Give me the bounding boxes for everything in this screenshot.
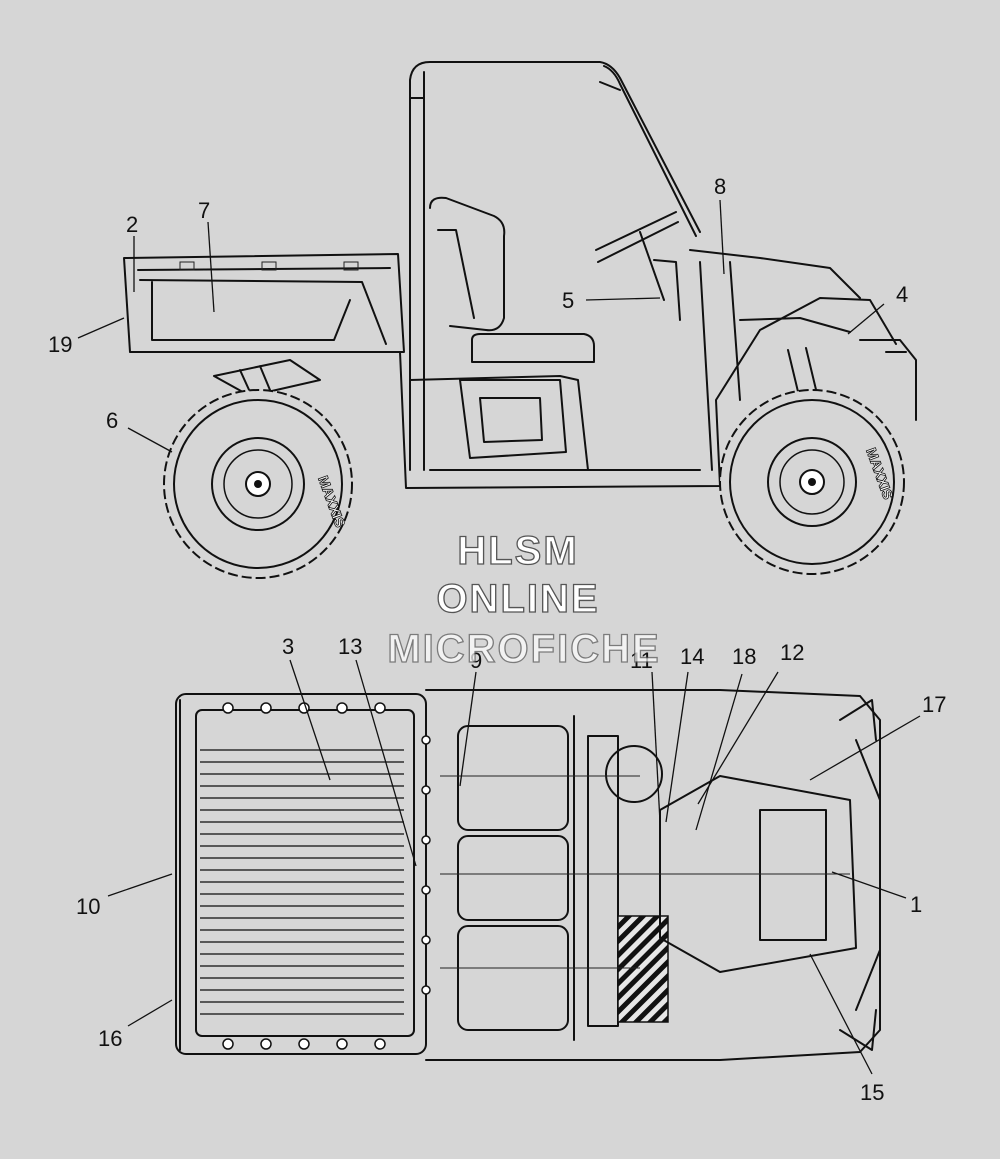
callout-19: 19: [48, 332, 72, 357]
callout-3: 3: [282, 634, 294, 659]
front-wheel: MAXXIS: [719, 389, 905, 575]
callout-labels: 2 7 19 6 5 8 4 3 13 9 11 14 18 12 17 10 …: [48, 174, 946, 1105]
callout-18: 18: [732, 644, 756, 669]
hood-panel: [759, 809, 827, 941]
callout-2: 2: [126, 212, 138, 237]
watermark-line-3: MICROFICHE: [387, 627, 660, 671]
front-suspension: [787, 339, 917, 421]
callout-11: 11: [630, 648, 653, 673]
watermark: HLSM ONLINE MICROFICHE: [387, 528, 660, 671]
callout-5: 5: [562, 288, 574, 313]
callout-6: 6: [106, 408, 118, 433]
top-view: [175, 689, 881, 1061]
rear-suspension: [213, 359, 321, 397]
rops-frame: [409, 61, 701, 471]
callout-16: 16: [98, 1026, 122, 1051]
callout-4: 4: [896, 282, 908, 307]
rear-wheel: MAXXIS: [163, 389, 353, 579]
callout-17: 17: [922, 692, 946, 717]
hood: [689, 249, 861, 471]
hood-top: [659, 775, 857, 973]
bed-ribs: [200, 740, 404, 1022]
seat-back: [429, 196, 506, 332]
seat-right: [457, 925, 569, 1031]
steering-wheel: [595, 211, 681, 321]
front-bumper: [839, 699, 881, 1051]
callout-14: 14: [680, 644, 704, 669]
seat-middle: [457, 835, 569, 921]
callout-13: 13: [338, 634, 362, 659]
side-view: MAXXIS MAXXIS: [123, 61, 917, 579]
cargo-box: [123, 253, 405, 353]
door-panel: [459, 379, 567, 459]
watermark-line-1: HLSM: [457, 529, 578, 573]
callout-9: 9: [470, 648, 482, 673]
seat-cushion: [471, 333, 595, 363]
callout-7: 7: [198, 198, 210, 223]
dash-console: [587, 735, 619, 1027]
steering-wheel-top: [605, 745, 663, 803]
seat-left: [457, 725, 569, 831]
callout-12: 12: [780, 640, 804, 665]
callout-15: 15: [860, 1080, 884, 1105]
callout-10: 10: [76, 894, 100, 919]
watermark-line-2: ONLINE: [436, 577, 599, 621]
callout-1: 1: [910, 892, 922, 917]
leader-lines: [77, 199, 921, 1075]
callout-8: 8: [714, 174, 726, 199]
